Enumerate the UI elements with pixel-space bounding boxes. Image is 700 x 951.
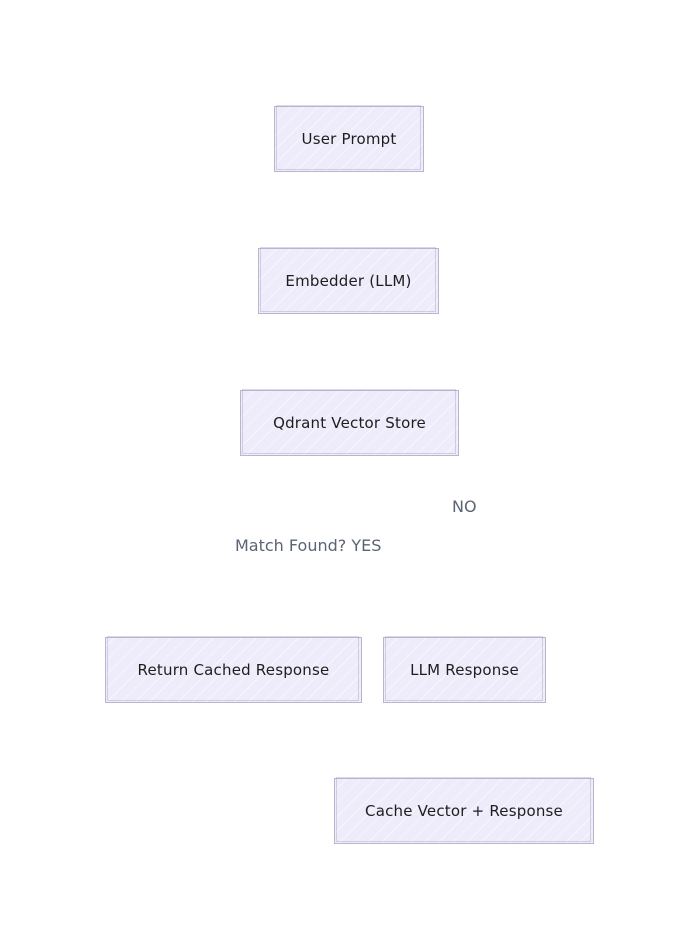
- node-vector-store-label: Qdrant Vector Store: [273, 414, 426, 432]
- node-return-cached-response-label: Return Cached Response: [137, 661, 330, 679]
- node-user-prompt[interactable]: User Prompt: [274, 105, 424, 172]
- node-llm-response-label: LLM Response: [410, 661, 519, 679]
- node-user-prompt-label: User Prompt: [301, 130, 397, 148]
- node-vector-store[interactable]: Qdrant Vector Store: [240, 389, 459, 456]
- node-llm-response[interactable]: LLM Response: [383, 636, 546, 703]
- node-embedder[interactable]: Embedder (LLM): [258, 247, 439, 314]
- node-cache-vector-response[interactable]: Cache Vector + Response: [334, 777, 594, 844]
- node-cache-vector-response-label: Cache Vector + Response: [365, 802, 563, 820]
- node-return-cached-response[interactable]: Return Cached Response: [105, 636, 362, 703]
- decision-label-match-found: Match Found? YES: [235, 536, 382, 555]
- node-embedder-label: Embedder (LLM): [285, 272, 412, 290]
- edge-label-no: NO: [452, 497, 477, 516]
